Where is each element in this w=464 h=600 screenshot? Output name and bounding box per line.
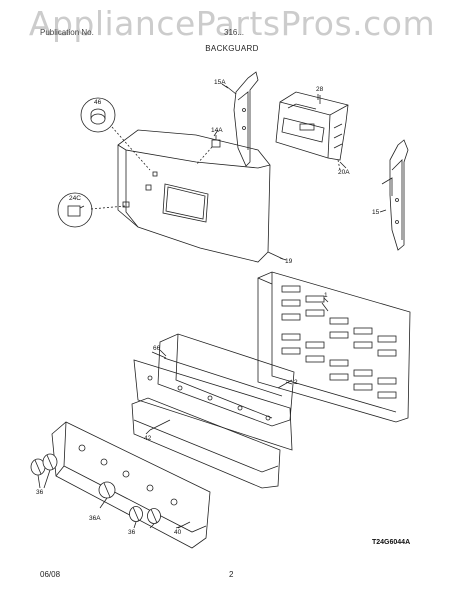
- part-19-backguard-panel: [117, 129, 284, 263]
- part-14a-clip: [195, 135, 221, 166]
- part-2-control-support: [133, 359, 293, 451]
- footer-date: 06/08: [40, 570, 61, 579]
- callout-66: 66: [153, 345, 161, 352]
- callout-19: 19: [285, 258, 293, 265]
- footer-page-number: 2: [229, 570, 234, 579]
- callout-36-left: 36: [36, 489, 44, 496]
- header-left: Publication No.: [40, 28, 94, 37]
- callout-36-right: 36: [128, 529, 136, 536]
- callout-15a: 15A: [214, 79, 226, 86]
- part-28-control-board: [275, 91, 349, 171]
- callout-24c: 24C: [69, 195, 81, 202]
- section-title: BACKGUARD: [205, 44, 259, 53]
- callout-14a: 14A: [211, 127, 223, 134]
- callout-36a: 36A: [89, 515, 101, 522]
- part-36-knobs: [30, 453, 161, 529]
- callout-1: 1: [324, 292, 328, 299]
- part-1-rear-panel: [257, 271, 411, 423]
- callout-46: 46: [94, 99, 102, 106]
- callout-28: 28: [316, 86, 324, 93]
- callout-40: 40: [174, 529, 182, 536]
- callout-20a: 20A: [338, 169, 350, 176]
- part-15-bracket: [381, 139, 409, 251]
- callout-15: 15: [372, 209, 380, 216]
- callout-2: 2: [294, 379, 298, 386]
- diagram-code: T24G6044A: [372, 539, 410, 546]
- part-24c-clip-bubble: [57, 192, 130, 228]
- part-66-shield: [151, 333, 295, 427]
- callout-42: 42: [144, 435, 152, 442]
- part-42-trim-strip: [131, 397, 281, 489]
- part-15a-bracket: [225, 71, 259, 167]
- header-right: 316...: [224, 28, 245, 37]
- part-46-knob-bubble: [80, 97, 151, 171]
- watermark: AppliancePartsPros.com: [28, 4, 436, 43]
